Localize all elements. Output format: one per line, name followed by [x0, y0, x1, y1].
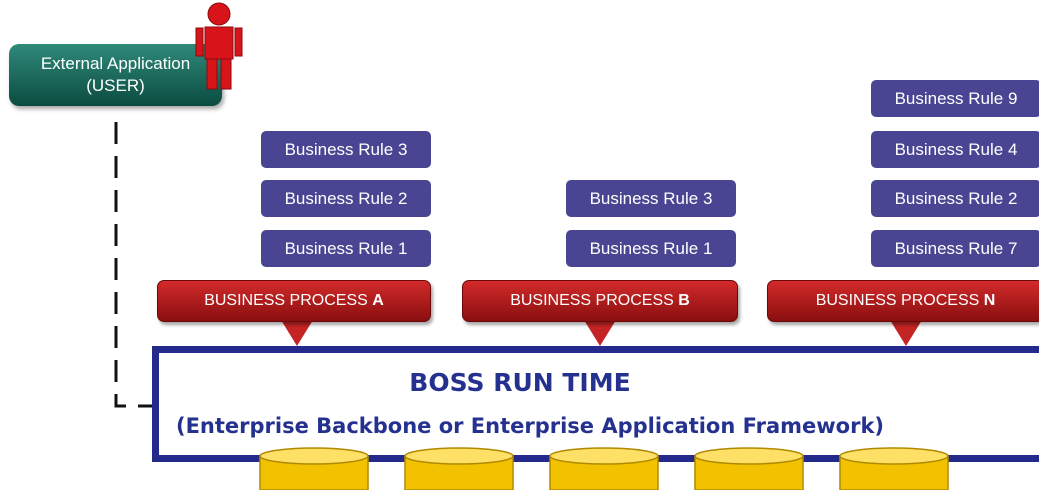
process-b-connector [584, 320, 616, 346]
database-icon [259, 447, 369, 490]
external-application-box: External Application (USER) [9, 44, 222, 106]
external-app-sublabel: (USER) [86, 76, 145, 95]
business-rule-b-1: Business Rule 1 [566, 230, 736, 267]
business-process-a: BUSINESS PROCESS A [157, 280, 431, 322]
user-icon [195, 2, 243, 90]
runtime-subtitle: (Enterprise Backbone or Enterprise Appli… [175, 414, 885, 438]
business-process-b-letter: B [678, 292, 690, 309]
business-rule-n-9: Business Rule 9 [871, 80, 1039, 117]
business-rule-n-7: Business Rule 7 [871, 230, 1039, 267]
business-rule-n-2: Business Rule 2 [871, 180, 1039, 217]
database-icon [549, 447, 659, 490]
external-app-label: External Application [40, 54, 191, 73]
process-n-connector [890, 320, 922, 346]
business-rule-a-2: Business Rule 2 [261, 180, 431, 217]
business-process-n: BUSINESS PROCESS N [767, 280, 1039, 322]
boss-runtime-frame [152, 346, 1039, 462]
business-rule-a-1: Business Rule 1 [261, 230, 431, 267]
runtime-title: BOSS RUN TIME [409, 368, 631, 397]
business-process-a-letter: A [372, 292, 384, 309]
database-icon [839, 447, 949, 490]
process-a-connector [281, 320, 313, 346]
business-rule-b-3: Business Rule 3 [566, 180, 736, 217]
business-process-n-letter: N [983, 292, 996, 309]
business-process-n-prefix: BUSINESS PROCESS [815, 292, 984, 309]
business-process-b-prefix: BUSINESS PROCESS [510, 292, 679, 309]
business-rule-n-4: Business Rule 4 [871, 131, 1039, 168]
database-icon [404, 447, 514, 490]
database-icon [694, 447, 804, 490]
business-process-b: BUSINESS PROCESS B [462, 280, 738, 322]
business-process-a-prefix: BUSINESS PROCESS [204, 292, 373, 309]
business-rule-a-3: Business Rule 3 [261, 131, 431, 168]
